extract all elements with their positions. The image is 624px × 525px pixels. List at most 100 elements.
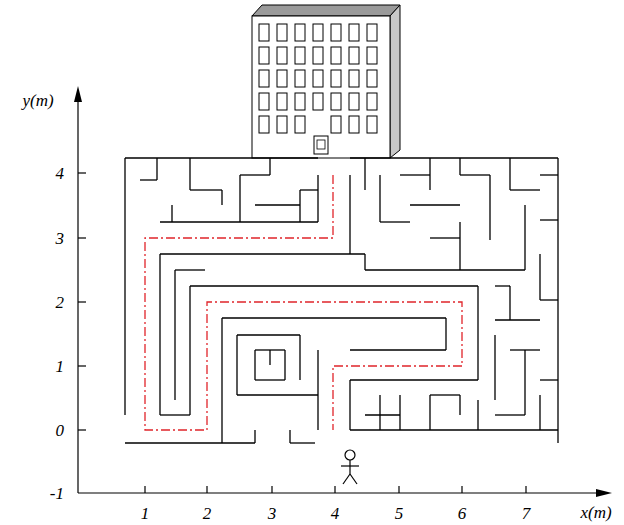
maze-wall [299, 190, 300, 222]
maze-walls [125, 158, 558, 443]
maze-wall [540, 219, 558, 220]
maze-wall [399, 395, 400, 430]
building-door-panel [317, 140, 325, 149]
building-window [295, 93, 305, 110]
maze-wall [317, 350, 318, 430]
maze-wall [240, 174, 270, 175]
maze-wall [124, 158, 125, 415]
maze-wall [365, 414, 400, 415]
maze-wall [509, 286, 510, 320]
building-window [295, 24, 305, 41]
maze-wall [539, 395, 540, 430]
y-tick [78, 237, 86, 238]
x-tick [398, 486, 399, 493]
building-window [313, 93, 323, 110]
maze-wall [430, 237, 460, 238]
maze-wall [160, 414, 190, 415]
person-leg [350, 474, 357, 484]
maze-wall [524, 350, 525, 415]
building-window [277, 70, 287, 87]
building-window [367, 24, 377, 41]
maze-wall [221, 318, 222, 443]
maze-wall [524, 205, 525, 270]
y-tick [78, 365, 86, 366]
maze-wall [509, 158, 510, 190]
maze-wall [189, 158, 190, 190]
maze-wall [459, 395, 460, 415]
building-window [367, 70, 377, 87]
maze-wall [237, 394, 318, 395]
tick-label: 1 [56, 358, 65, 375]
maze-wall [400, 174, 430, 175]
maze-wall [460, 174, 490, 175]
y-tick [78, 172, 86, 173]
tick-label: 4 [331, 505, 340, 522]
building-window [259, 93, 269, 110]
maze-wall [539, 254, 540, 300]
building-window [259, 116, 269, 133]
x-tick [525, 486, 526, 493]
maze-wall [254, 350, 255, 380]
person-figure [341, 450, 359, 484]
maze-wall [477, 286, 478, 380]
maze-wall [430, 394, 460, 395]
axis-ticks [78, 173, 526, 493]
maze-wall [171, 205, 172, 222]
building-window [313, 47, 323, 64]
person-body [349, 460, 350, 474]
maze-wall [410, 204, 460, 205]
maze-wall [489, 175, 490, 240]
maze-wall [459, 222, 460, 270]
building-window [331, 93, 341, 110]
x-tick [334, 486, 335, 493]
person-leg [343, 474, 350, 484]
maze-wall [160, 221, 318, 222]
maze-wall [125, 442, 255, 443]
maze-wall [540, 174, 558, 175]
building-window [313, 70, 323, 87]
maze-wall [540, 299, 558, 300]
building-door [314, 136, 328, 154]
tick-label: -1 [50, 485, 64, 502]
building-window [331, 70, 341, 87]
building-window [349, 47, 359, 64]
x-axis-arrow [596, 489, 612, 497]
building-window [259, 24, 269, 41]
x-tick [461, 486, 462, 493]
maze-wall [140, 179, 157, 180]
building-window [259, 70, 269, 87]
building-window [277, 24, 287, 41]
maze-wall [239, 175, 240, 222]
maze-wall [222, 317, 446, 318]
x-tick [206, 486, 207, 493]
maze-wall [365, 269, 525, 270]
maze-wall [495, 285, 510, 286]
y-axis [77, 92, 78, 493]
maze-wall [379, 175, 380, 222]
tick-label: 4 [56, 165, 65, 182]
building-window [277, 116, 287, 133]
maze-wall [459, 158, 460, 175]
building-window [331, 47, 341, 64]
building-side [390, 5, 400, 158]
building-window [331, 24, 341, 41]
maze-wall [364, 158, 365, 190]
y-tick [78, 429, 86, 430]
maze-wall [299, 335, 300, 380]
maze-wall [269, 158, 270, 175]
maze-wall [364, 254, 365, 270]
maze-wall [221, 190, 222, 205]
building-window [277, 47, 287, 64]
maze-wall [429, 158, 430, 190]
building [252, 5, 400, 158]
maze-wall [189, 286, 190, 415]
tick-label: 0 [56, 422, 65, 439]
building-window [277, 93, 287, 110]
maze-wall [495, 319, 540, 320]
building-front [252, 16, 390, 158]
tick-label: 5 [395, 505, 404, 522]
maze-wall [429, 395, 430, 430]
maze-wall [236, 335, 237, 395]
